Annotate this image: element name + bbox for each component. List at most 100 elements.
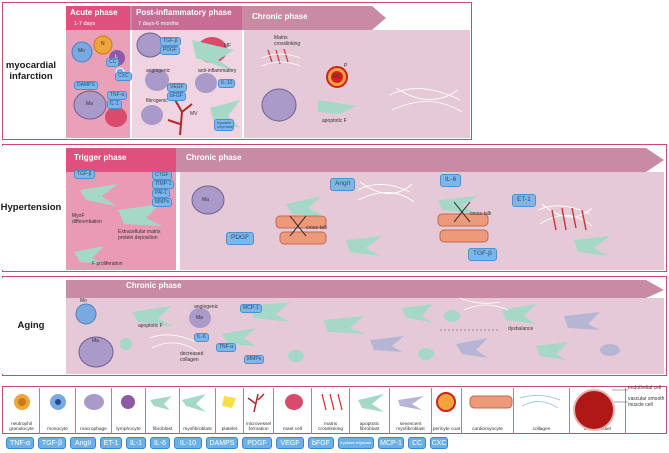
aging-phase-arrow — [66, 280, 664, 374]
mi-chip-tnf: TNF-α — [107, 91, 128, 101]
mi-label-l: L — [115, 54, 118, 60]
aging-label-ma2: Ma — [196, 315, 203, 321]
mi-label-ec: EC — [333, 74, 340, 80]
aging-chip-mcp1: MCP-1 — [240, 304, 262, 314]
legend-item-label: matrix crosslinking — [317, 421, 344, 432]
cytokine-chip: PDGF — [242, 437, 272, 449]
mi-acute-sub: 1-7 days — [74, 21, 96, 27]
legend-item-label: senescent myofibroblast — [396, 421, 425, 432]
legend-item-label: collagen — [532, 426, 551, 432]
mi-chip-il1: IL-1 — [107, 100, 122, 110]
legend-item-label: pericyte coat — [432, 426, 461, 432]
mi-border — [2, 2, 472, 140]
htn-label-ma: Ma — [202, 197, 209, 203]
cytokine-chip: ET-1 — [100, 437, 122, 449]
cytokine-chip: IL-10 — [174, 437, 202, 449]
aging-chip-tnf: TNF-α — [216, 343, 237, 353]
legend-item: monocyte — [40, 388, 76, 434]
legend-item-label: monocyte — [47, 426, 68, 432]
legend-item: matrix crosslinking — [312, 388, 350, 434]
htn-chip-ctgf: CTGF — [152, 171, 172, 181]
legend-item: cardiomyocyte — [462, 388, 514, 434]
mi-label-mf: MF — [224, 43, 232, 49]
cytokine-chip: VEGF — [276, 437, 304, 449]
htn-chip-et1: ET-1 — [512, 194, 536, 207]
htn-label-prolif: F proliferation — [92, 261, 123, 267]
legend-item-label: neutrophil granulocyte — [9, 421, 34, 432]
mi-chip-cc: CC — [106, 58, 120, 68]
mi-label-mv: MV — [190, 111, 198, 117]
aging-label-apoptotic: apoptotic F — [138, 323, 163, 329]
legend-item: macrophage — [76, 388, 112, 434]
mi-chip-tgf: TGF-β — [160, 37, 181, 47]
aging-cells-illustration — [75, 297, 620, 368]
htn-chip-il6: IL-6 — [440, 174, 462, 187]
row-label-aging: Aging — [2, 278, 60, 374]
cytokine-chip: CC — [408, 437, 426, 449]
aging-chronic-title: Chronic phase — [126, 281, 182, 290]
cytokine-chip: TGF-β — [38, 437, 66, 449]
mi-acute-title: Acute phase — [70, 8, 118, 17]
aging-label-mo: Mo — [80, 298, 87, 304]
legend-item: platelet — [216, 388, 244, 434]
htn-chip-mmps: MMPs — [152, 198, 173, 208]
htn-chip-angii: AngII — [330, 178, 356, 191]
aging-chip-il6: IL-6 — [194, 333, 209, 343]
htn-cells-illustration — [74, 181, 610, 264]
legend-item-label: macrophage — [80, 426, 107, 432]
legend-item: mast cell — [274, 388, 312, 434]
legend-item: apoptotic fibroblast — [350, 388, 390, 434]
mi-chronic-title: Chronic phase — [252, 12, 308, 21]
htn-label-crosstalk1: cross-talk — [306, 225, 328, 231]
htn-label-crosstalk2: cross-talk — [470, 211, 492, 217]
mi-label-p: P — [344, 63, 348, 69]
cytokine-chip: CXC — [430, 437, 448, 449]
row-label-htn: Hypertension — [0, 146, 62, 270]
legend-border — [2, 386, 667, 434]
legend-item: neutrophil granulocyte — [4, 388, 40, 434]
htn-chip-timp1: TIMP-1 — [152, 180, 175, 190]
legend-endothelial: endothelial cell — [628, 385, 662, 391]
mi-post-sub: 7 days-6 months — [138, 21, 179, 27]
mi-label-anti: anti-inflammatory — [198, 68, 237, 74]
mi-chip-pdgf: PDGF — [160, 46, 180, 56]
mi-chip-vegf: VEGF — [167, 83, 187, 93]
aging-label-ma: Ma — [92, 338, 99, 344]
htn-label-myof: MyoF differentiation — [72, 213, 102, 225]
mi-chip-damps: DAMPS — [74, 81, 98, 91]
legend-item-label: microvessel formation — [245, 421, 272, 432]
legend-item-label: mast cell — [283, 426, 302, 432]
legend-item-label: lymphocyte — [116, 426, 141, 432]
legend-item: fibroblast — [146, 388, 180, 434]
mi-label-ma: Ma — [86, 101, 93, 107]
cytokine-chip: AngII — [70, 437, 96, 449]
mi-chip-tryptase: tryptase chymase — [214, 119, 234, 132]
row-label-mi: myocardial infarction — [2, 6, 60, 138]
legend-vsmc: vascular smooth muscle cell — [628, 396, 665, 408]
legend-item: myofibroblast — [180, 388, 216, 434]
mi-cells-illustration — [71, 32, 463, 136]
mi-post-title: Post-inflammatory phase — [136, 8, 232, 17]
htn-chip-tgf2: TGF-β — [468, 248, 497, 261]
mi-chip-cxc: CXC — [115, 72, 132, 82]
cytokine-chip: bFGF — [308, 437, 334, 449]
aging-label-decreased: decreased collagen — [180, 351, 204, 363]
htn-trigger-title: Trigger phase — [74, 153, 127, 162]
legend-item-label: platelet — [221, 426, 238, 432]
cytokine-chip: IL-1 — [126, 437, 146, 449]
legend-item: lymphocyte — [112, 388, 146, 434]
mi-label-n: N — [101, 41, 105, 47]
row-label-mi-text: myocardial infarction — [5, 60, 57, 82]
mi-label-matrix: Matrix crosslinking — [274, 35, 301, 47]
htn-chronic-title: Chronic phase — [186, 153, 242, 162]
mi-label-angiogenic: angiogenic — [146, 68, 171, 74]
cytokine-chip: tryptase chymase — [338, 437, 374, 449]
htn-chip-pai1: PAI-1 — [152, 189, 171, 199]
legend-item-label: apoptotic fibroblast — [359, 421, 380, 432]
cytokine-chip: IL-6 — [150, 437, 170, 449]
htn-chip-pdgf: PDGF — [226, 232, 255, 245]
row-label-htn-text: Hypertension — [0, 201, 62, 213]
mi-label-apoptotic: apoptotic F — [322, 118, 347, 124]
cytokine-chip: TNF-α — [6, 437, 34, 449]
cytokine-chip: MCP-1 — [378, 437, 404, 449]
